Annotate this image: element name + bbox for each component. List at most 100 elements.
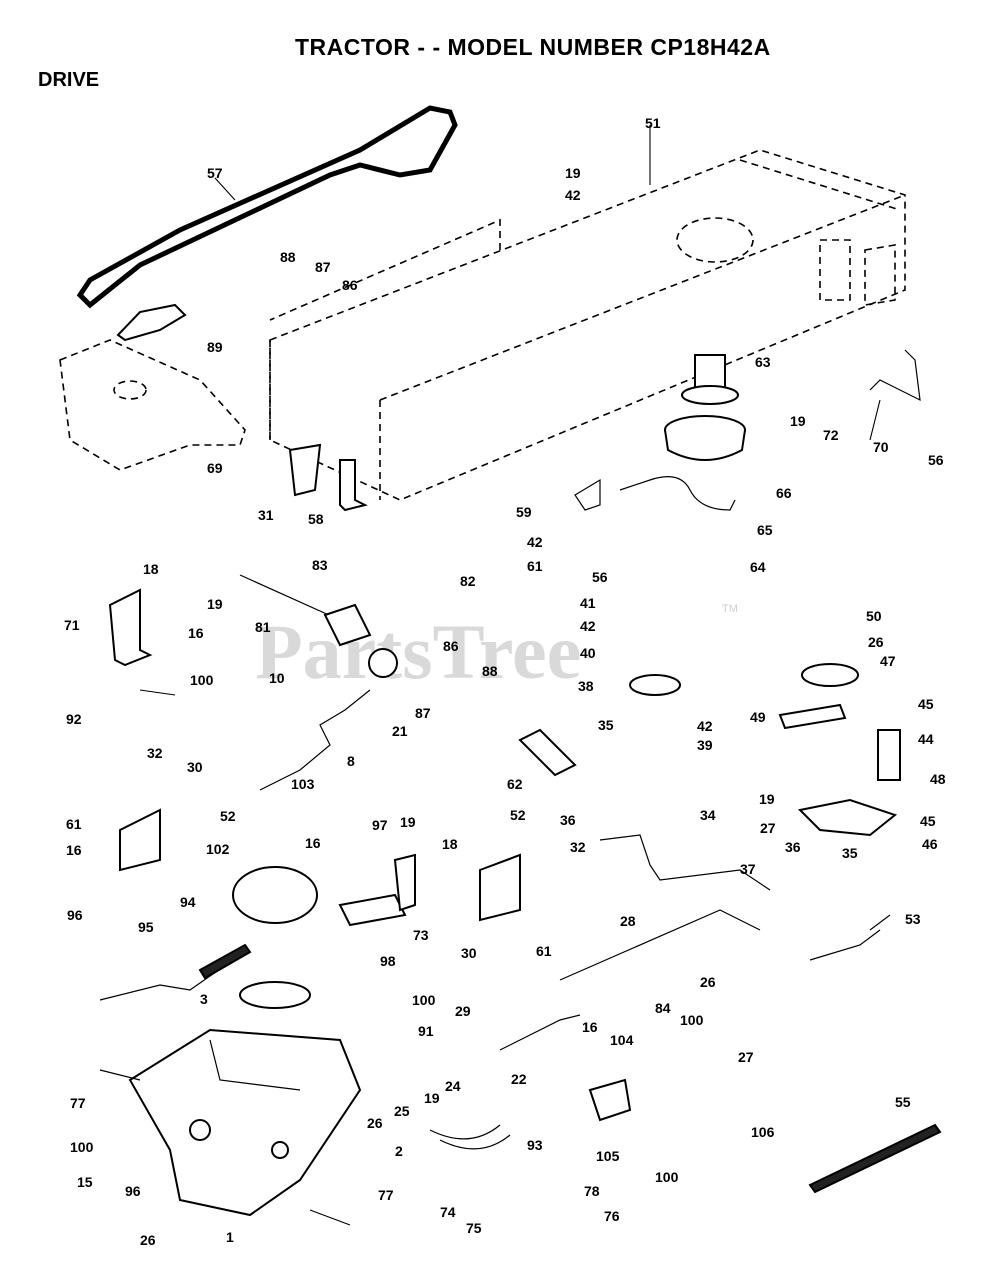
part-label: 42: [580, 618, 596, 634]
part-label: 50: [866, 608, 882, 624]
part-label: 58: [308, 511, 324, 527]
part-label: 25: [394, 1103, 410, 1119]
part-label: 87: [415, 705, 431, 721]
part-label: 71: [64, 617, 80, 633]
part-label: 16: [305, 835, 321, 851]
bracket-58: [339, 459, 368, 512]
idler-pulley-47: [801, 663, 859, 687]
part-label: 16: [188, 625, 204, 641]
bracket-104: [588, 1078, 632, 1122]
part-label: 37: [740, 861, 756, 877]
part-label: 24: [445, 1078, 461, 1094]
part-label: 57: [207, 165, 223, 181]
part-label: 91: [418, 1023, 434, 1039]
part-label: 87: [315, 259, 331, 275]
clip-59: [574, 478, 601, 511]
section-heading: DRIVE: [38, 69, 100, 91]
shift-bracket: [323, 603, 372, 647]
part-label: 18: [442, 836, 458, 852]
part-label: 41: [580, 595, 596, 611]
part-label: 105: [596, 1148, 620, 1164]
bracket-48: [797, 798, 898, 837]
part-label: 46: [922, 836, 938, 852]
part-label: 100: [70, 1139, 94, 1155]
belt-guide: [116, 303, 187, 342]
part-label: 63: [755, 354, 771, 370]
part-label: 27: [760, 820, 776, 836]
part-label: 100: [190, 672, 214, 688]
part-label: 32: [147, 745, 163, 761]
engine-pulley: [664, 354, 746, 461]
part-label: 74: [440, 1204, 456, 1220]
part-93: [429, 1124, 511, 1150]
part-label: 36: [785, 839, 801, 855]
part-label: 77: [378, 1187, 394, 1203]
drive-belt: [76, 105, 458, 309]
page-title: TRACTOR - - MODEL NUMBER CP18H42A: [295, 34, 771, 60]
part-label: 15: [77, 1174, 93, 1190]
part-label: 18: [143, 561, 159, 577]
part-label: 19: [759, 791, 775, 807]
cooling-fan: [232, 866, 318, 924]
part-label: 102: [206, 841, 230, 857]
part-label: 44: [918, 731, 934, 747]
part-label: 19: [400, 814, 416, 830]
part-label: 42: [565, 187, 581, 203]
spring-55: [808, 1123, 942, 1194]
part-label: 53: [905, 911, 921, 927]
part-label: 83: [312, 557, 328, 573]
part-label: 61: [66, 816, 82, 832]
drive-rod-28: [559, 909, 761, 981]
frame-outline: [269, 149, 906, 501]
shift-lever: [259, 689, 371, 791]
part-label: 84: [655, 1000, 671, 1016]
part-label: 3: [200, 991, 208, 1007]
part-label: 94: [180, 894, 196, 910]
front-hood-outline: [59, 339, 246, 471]
part-label: 92: [66, 711, 82, 727]
part-label: 52: [510, 807, 526, 823]
part-label: 35: [598, 717, 614, 733]
bracket-73b: [393, 853, 416, 912]
part-label: 39: [697, 737, 713, 753]
part-label: 86: [342, 277, 358, 293]
part-label: 96: [125, 1183, 141, 1199]
part-label: 49: [750, 709, 766, 725]
part-label: 30: [187, 759, 203, 775]
part-label: 70: [873, 439, 889, 455]
part-label: 45: [920, 813, 936, 829]
part-label: 51: [645, 115, 661, 131]
part-label: 34: [700, 807, 716, 823]
part-label: 48: [930, 771, 946, 787]
watermark: PartsTree: [255, 608, 581, 695]
part-label: 97: [372, 817, 388, 833]
bracket-31: [288, 443, 322, 497]
bracket-73: [338, 893, 407, 927]
part-label: 93: [527, 1137, 543, 1153]
part-label: 100: [655, 1169, 679, 1185]
part-label: 75: [466, 1220, 482, 1236]
part-label: 77: [70, 1095, 86, 1111]
part-label: 66: [776, 485, 792, 501]
transaxle: [99, 1028, 362, 1226]
part-label: 16: [66, 842, 82, 858]
part-label: 100: [680, 1012, 704, 1028]
part-label: 62: [507, 776, 523, 792]
part-label: 81: [255, 619, 271, 635]
sleeve-44: [877, 729, 901, 781]
watermark-tm: TM: [722, 603, 738, 615]
brake-rod: [869, 349, 921, 402]
part-label: 64: [750, 559, 766, 575]
part-label: 31: [258, 507, 274, 523]
part-label: 26: [140, 1232, 156, 1248]
part-label: 16: [582, 1019, 598, 1035]
part-label: 26: [868, 634, 884, 650]
pedal-62: [518, 728, 577, 777]
part-label: 47: [880, 653, 896, 669]
part-label: 104: [610, 1032, 634, 1048]
part-label: 40: [580, 645, 596, 661]
bracket-30b: [479, 853, 521, 922]
part-label: 56: [592, 569, 608, 585]
part-label: 35: [842, 845, 858, 861]
part-label: 96: [67, 907, 83, 923]
